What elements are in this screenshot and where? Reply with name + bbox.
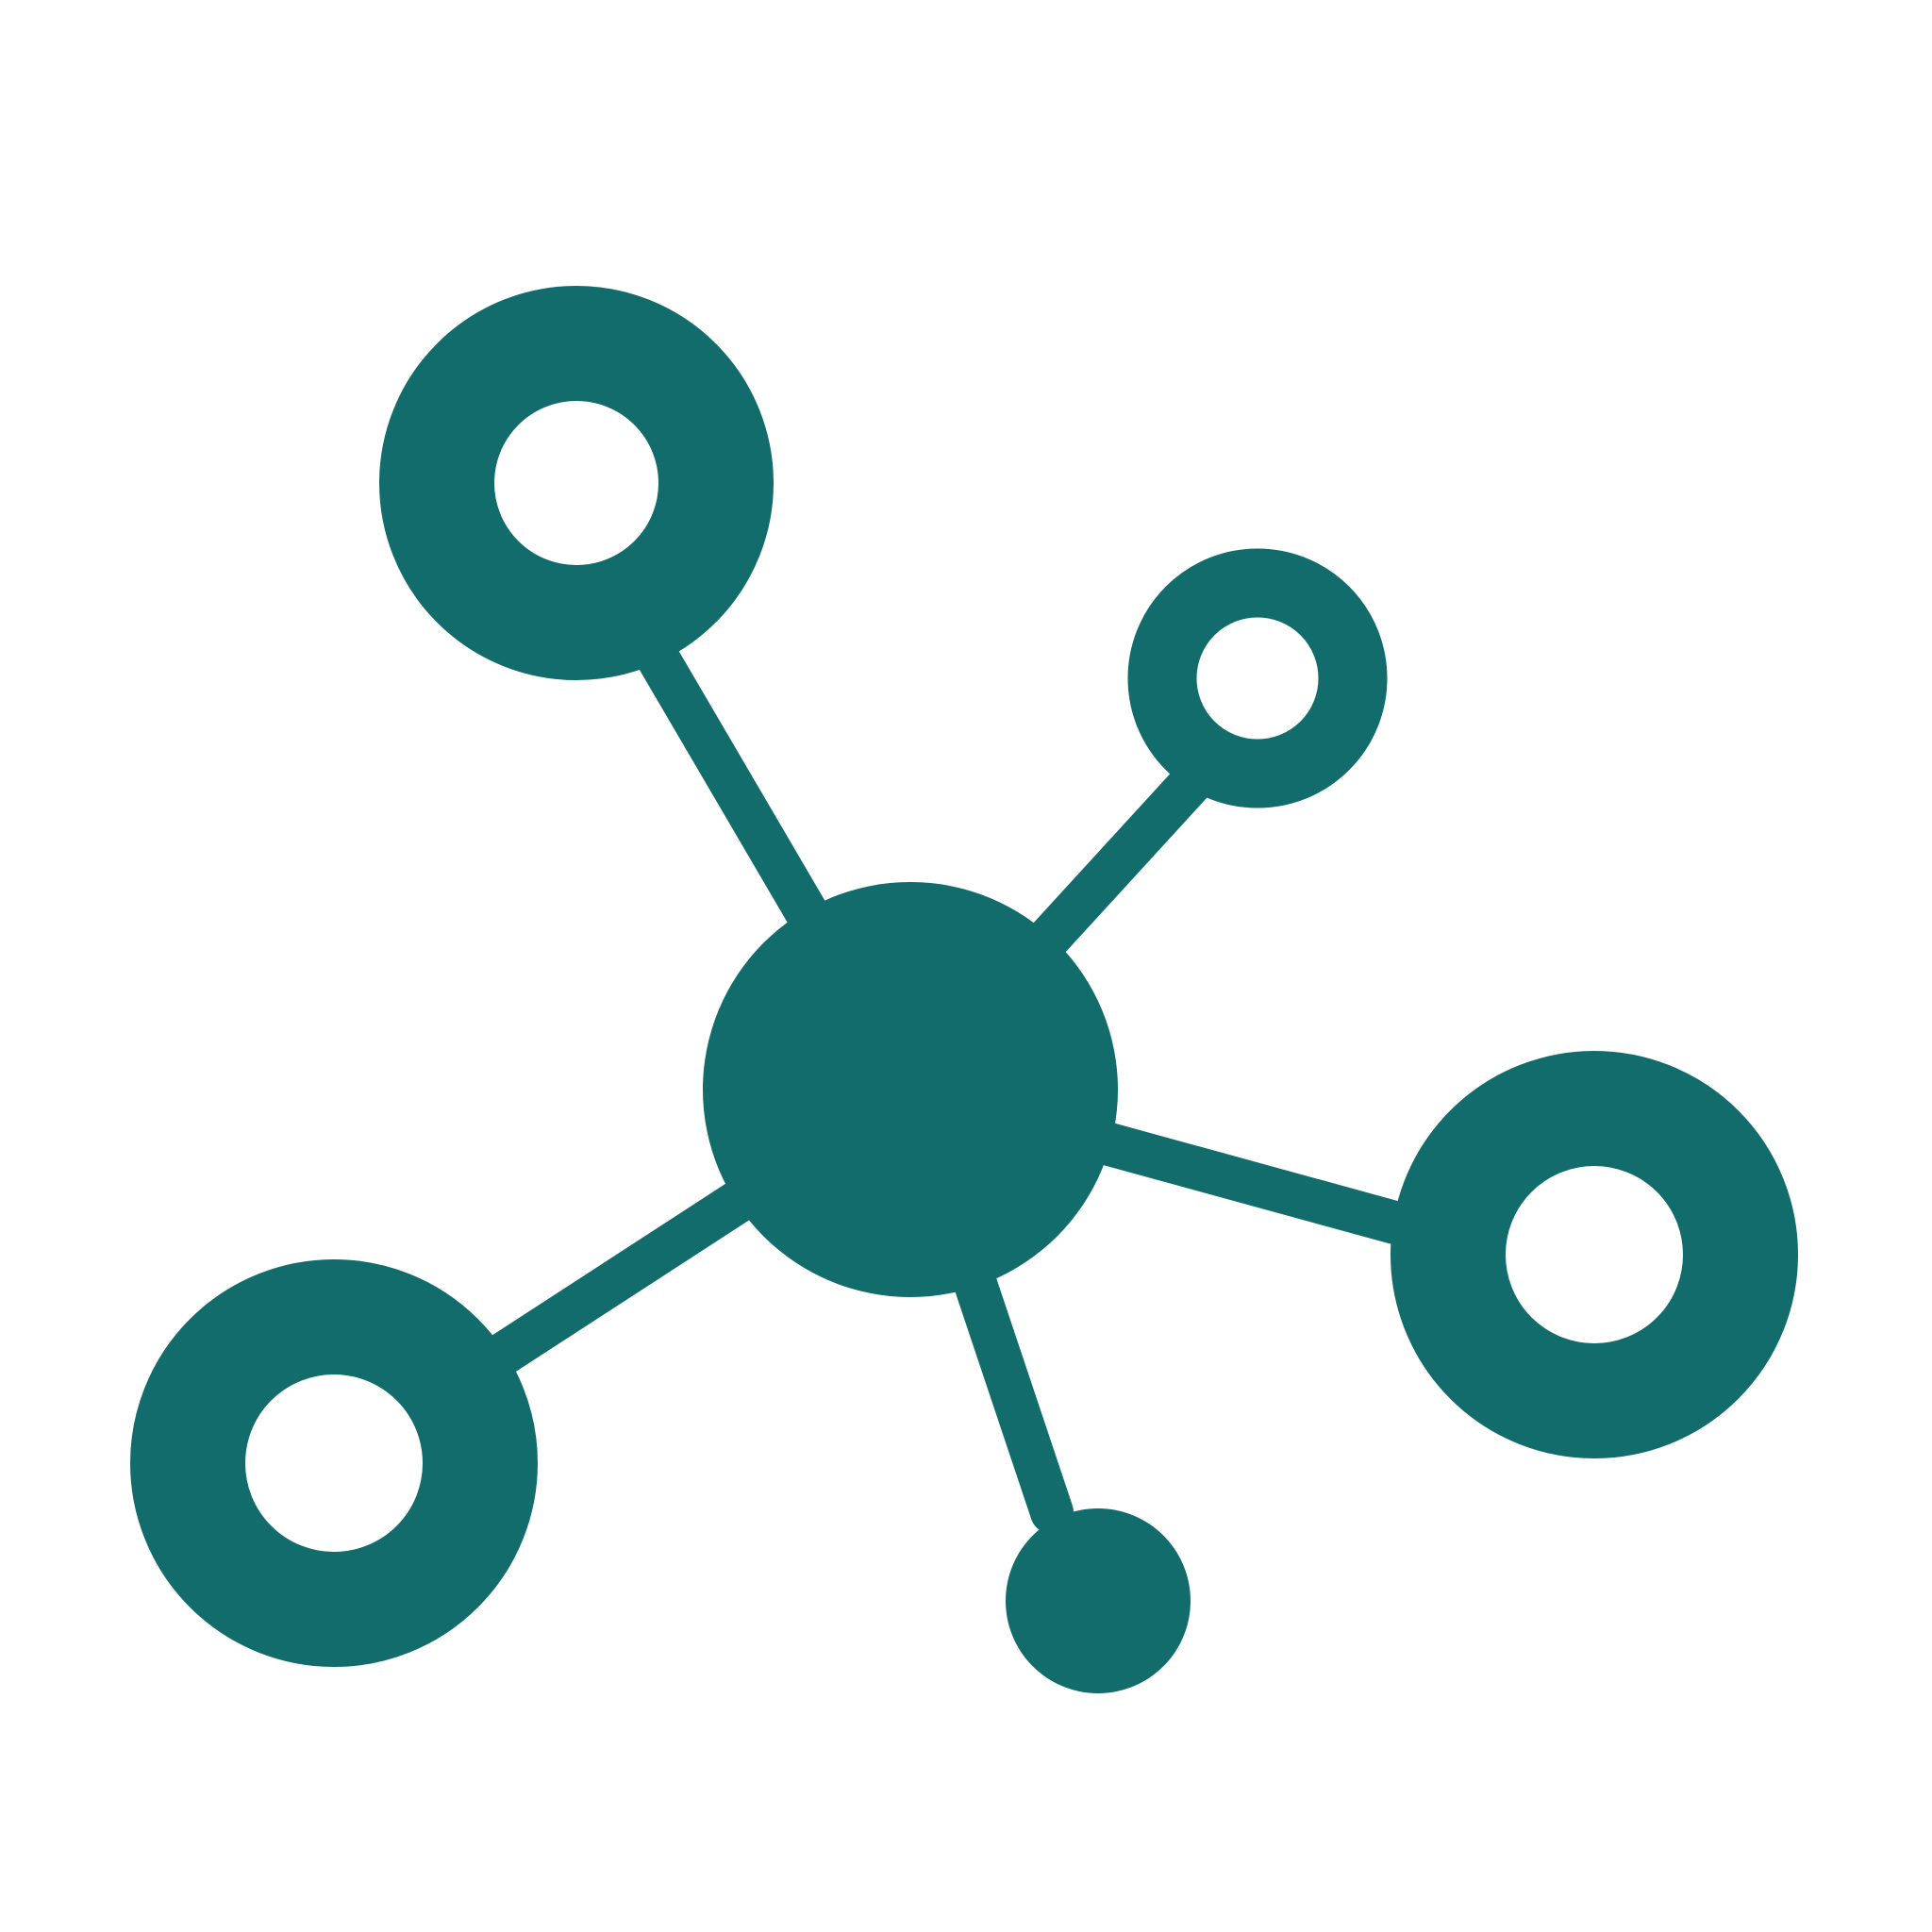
node-bottom-left-ring (130, 1259, 538, 1667)
nodes (130, 286, 1798, 1693)
node-bottom-dot (1006, 1508, 1191, 1693)
node-top-right-ring (1127, 548, 1388, 808)
node-right-ring (1391, 1051, 1798, 1458)
node-center-hub (703, 882, 1118, 1297)
node-top-left-ring (379, 286, 774, 680)
